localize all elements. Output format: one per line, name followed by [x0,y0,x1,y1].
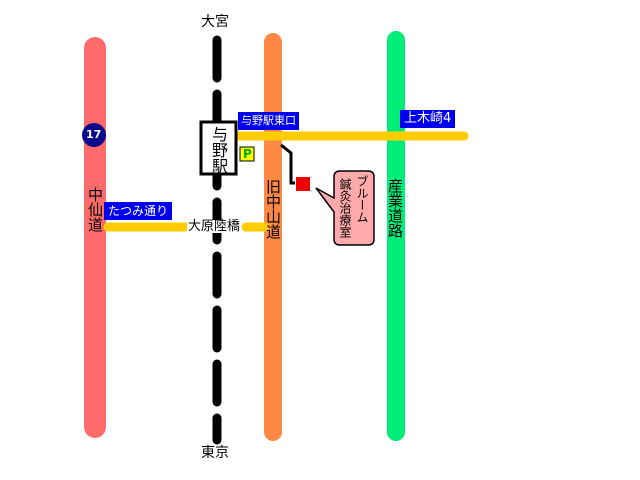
parking-sign [239,146,255,162]
kamikizaki-label: 上木崎4 [400,110,456,128]
clinic-name-line2: 鍼灸治療室 [338,178,352,238]
kyu-nakasendo-label: 旧中山道 [264,179,282,239]
clinic-callout-bubble [315,170,375,246]
sangyo-label: 産業道路 [386,178,404,238]
station-south-label: 東京 [201,445,229,461]
ohara-bridge-label: 大原陸橋 [187,219,242,234]
walking-route [280,143,295,185]
clinic-marker [296,177,310,191]
clinic-name-line1: ブルーム [355,175,369,223]
route-17-badge [82,123,106,147]
station-box [199,120,238,176]
parking-letter: P [243,147,252,161]
station-north-label: 大宮 [201,14,229,30]
yono-east-label: 与野駅東口 [238,112,299,130]
tatsumi-street-label: たつみ通り [104,202,173,220]
nakasendo-label: 中仙道 [86,187,104,232]
route-17-number: 17 [86,128,102,141]
station-main-label: 与野駅 [209,126,228,174]
